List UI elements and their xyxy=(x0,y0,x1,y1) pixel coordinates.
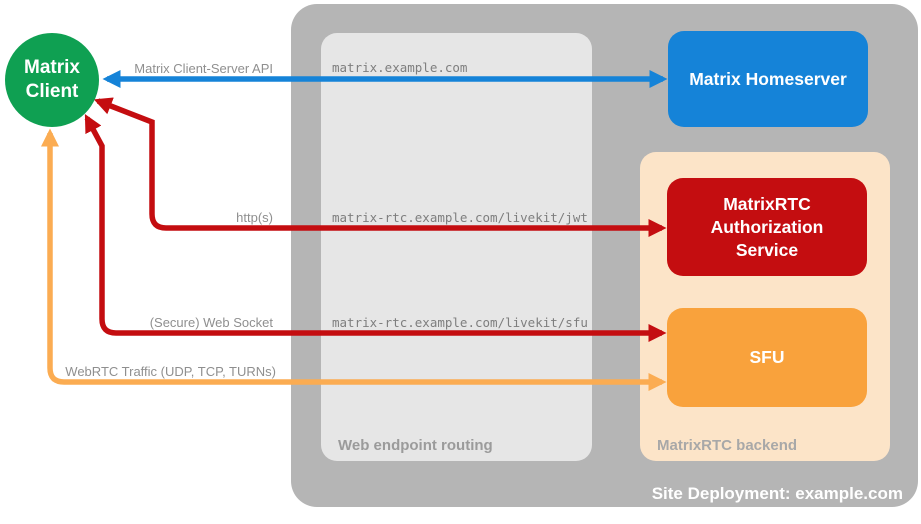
web-socket-label: (Secure) Web Socket xyxy=(149,315,273,330)
auth-service-label-line1: MatrixRTC xyxy=(723,193,811,214)
https-label: http(s) xyxy=(236,210,273,225)
matrix-homeserver-label: Matrix Homeserver xyxy=(689,68,847,89)
matrix-client-label-line2: Client xyxy=(25,81,79,102)
web-endpoint-routing-box xyxy=(321,33,592,461)
endpoint-livekit-sfu: matrix-rtc.example.com/livekit/sfu xyxy=(332,315,588,330)
sfu-label: SFU xyxy=(749,347,785,367)
sfu-node: SFU xyxy=(667,308,867,407)
matrix-homeserver-node: Matrix Homeserver xyxy=(668,31,868,127)
web-endpoint-routing-label: Web endpoint routing xyxy=(338,437,493,454)
endpoint-matrix-example: matrix.example.com xyxy=(332,60,468,75)
matrixrtc-authorization-service-node: MatrixRTC Authorization Service xyxy=(667,178,867,276)
matrix-client-label-line1: Matrix xyxy=(24,57,80,78)
endpoint-livekit-jwt: matrix-rtc.example.com/livekit/jwt xyxy=(332,210,588,225)
matrix-client-node: Matrix Client xyxy=(5,33,99,127)
webrtc-traffic-label: WebRTC Traffic (UDP, TCP, TURNs) xyxy=(65,364,276,379)
auth-service-label-line2: Authorization xyxy=(710,216,824,237)
site-deployment-label: Site Deployment: example.com xyxy=(651,484,903,503)
client-server-api-label: Matrix Client-Server API xyxy=(134,61,273,76)
auth-service-label-line3: Service xyxy=(735,239,799,260)
matrixrtc-backend-label: MatrixRTC backend xyxy=(657,437,798,454)
